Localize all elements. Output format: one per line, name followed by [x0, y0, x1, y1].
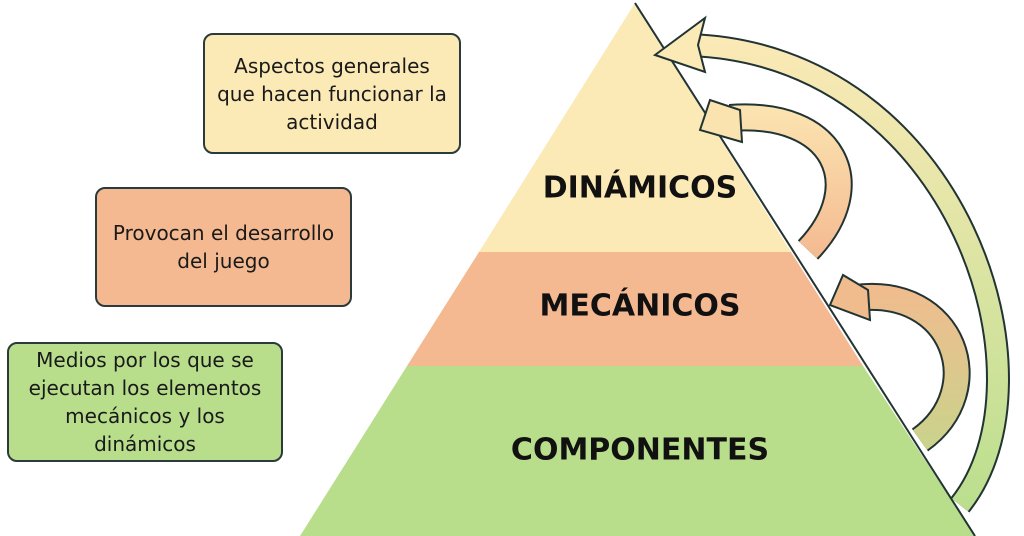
layer-componentes-shape — [300, 366, 975, 536]
arrow-componentes-to-dinamicos — [652, 15, 1010, 513]
layer-dinamicos-shape — [479, 3, 791, 252]
layer-mecanicos-label: MECÁNICOS — [539, 288, 741, 324]
layer-dinamicos-label: DINÁMICOS — [542, 170, 738, 206]
description-mecanicos: Provocan el desarrollo del juego — [95, 187, 352, 307]
layer-mecanicos-shape — [407, 252, 863, 366]
arrow-componentes-to-mecanicos — [828, 273, 971, 452]
description-componentes: Medios por los que se ejecutan los eleme… — [7, 342, 283, 462]
arrow-mecanicos-to-dinamicos — [698, 98, 853, 260]
layer-componentes-label: COMPONENTES — [510, 432, 770, 468]
description-dinamicos: Aspectos generales que hacen funcionar l… — [203, 33, 461, 154]
